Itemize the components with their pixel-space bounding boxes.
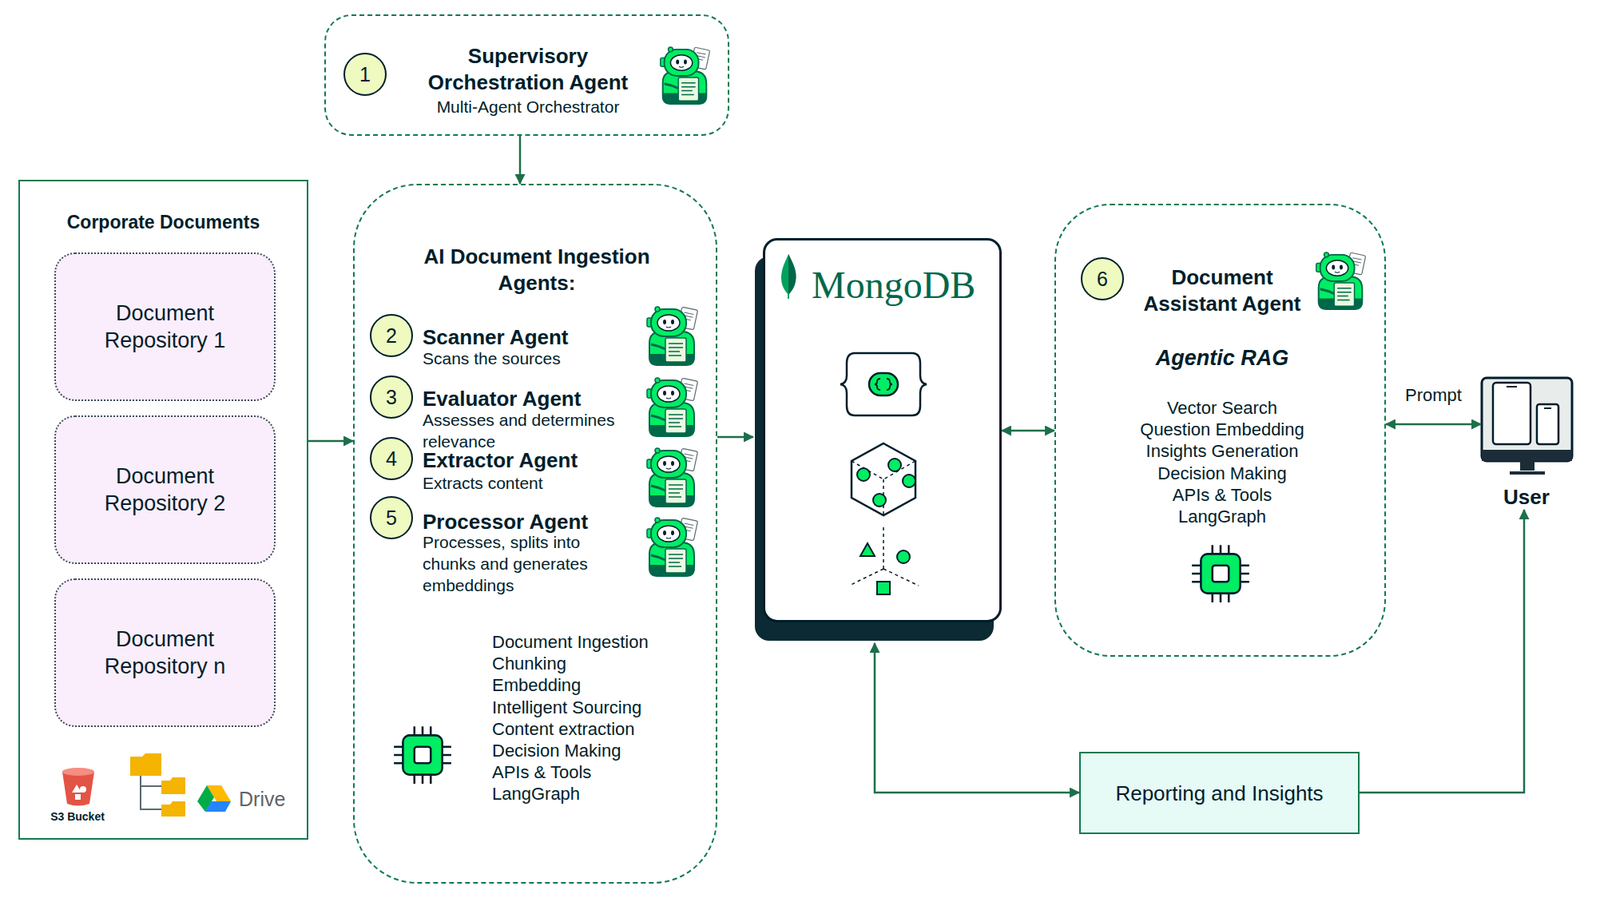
database-box: MongoDB [762,238,1002,623]
group-heading: AI Document Ingestion Agents: [393,243,681,297]
capability-item: Content extraction [492,718,636,740]
group-heading: Corporate Documents [19,210,307,235]
agent-name: Processor Agent [422,508,588,535]
reporting-box: Reporting and Insights [1079,751,1360,834]
agent-description: Scans the sources [422,347,627,370]
flow-arrow [519,135,522,184]
agent-title: Document Assistant Agent [1126,264,1319,318]
flow-arrow [1385,423,1481,426]
capability-item: Embedding [492,674,581,696]
brand-label: Drive [238,786,286,812]
agent-name: Scanner Agent [422,324,569,350]
device-icon [1481,377,1573,473]
reporting-label: Reporting and Insights [1080,753,1358,833]
agent-mascot [647,517,698,576]
agent-mascot [647,306,698,366]
agent-description: Extracts content [422,472,627,494]
callout-number: 3 [369,375,413,419]
agent-description: Processes, splits into chunks and genera… [422,531,627,596]
agent-name: Evaluator Agent [422,385,581,412]
capability-item: Decision Making [1102,462,1342,485]
document-icon [840,353,927,416]
folder-tree-icon [130,753,186,817]
capability-item: Insights Generation [1102,440,1342,462]
flow-arrow [1001,429,1055,433]
capability-item: APIs & Tools [492,761,592,783]
agent-mascot [1316,252,1366,310]
callout-number: 5 [369,496,413,540]
repository-box: Document Repository 1 [54,252,276,401]
agent-name: Extractor Agent [422,447,578,473]
icon-caption: S3 Bucket [45,809,110,824]
mongodb-leaf [781,254,797,299]
agent-mascot [660,47,711,104]
capability-item: Intelligent Sourcing [492,696,642,719]
capability-item: LangGraph [1102,505,1342,528]
edge-label: Prompt [1353,384,1514,407]
capability-item: Question Embedding [1102,418,1342,441]
callout-number: 6 [1080,257,1124,301]
agent-subtitle: Agentic RAG [1102,344,1342,372]
callout-number: 2 [369,313,413,358]
chip-icon [393,726,452,784]
callout-number: 4 [369,436,413,481]
callout-number: 1 [343,52,387,96]
drive-logo [197,785,231,812]
repository-label: Document Repository n [55,579,274,726]
chip-icon [1191,544,1250,603]
brand-wordmark: MongoDB [811,262,1001,308]
repository-box: Document Repository 2 [54,415,276,564]
agent-subtitle: Multi-Agent Orchestrator [368,95,688,119]
repository-label: Document Repository 2 [55,416,274,563]
source-group: Corporate DocumentsDocument Repository 1… [18,179,309,840]
repository-label: Document Repository 1 [55,254,274,400]
flow-arrow [308,440,354,443]
agent-description: Assesses and determines relevance [422,408,627,453]
repository-box: Document Repository n [54,578,276,727]
s3-bucket-icon [62,767,95,806]
flow-arrow [1359,509,1525,793]
capability-item: LangGraph [492,782,580,805]
user-label: User [1477,484,1576,509]
vector-cube-icon [851,443,916,516]
capability-item: Document Ingestion [492,631,649,653]
agent-mascot [647,448,698,507]
agent-title: Supervisory Orchestration Agent [408,43,648,96]
agent-mascot [647,377,698,437]
flow-arrow [874,643,1080,793]
capability-item: APIs & Tools [1102,484,1342,506]
capability-item: Decision Making [492,739,621,762]
capability-item: Vector Search [1102,397,1342,419]
flow-arrow [717,436,754,439]
capability-item: Chunking [492,652,567,675]
shapes-icon [849,527,919,595]
